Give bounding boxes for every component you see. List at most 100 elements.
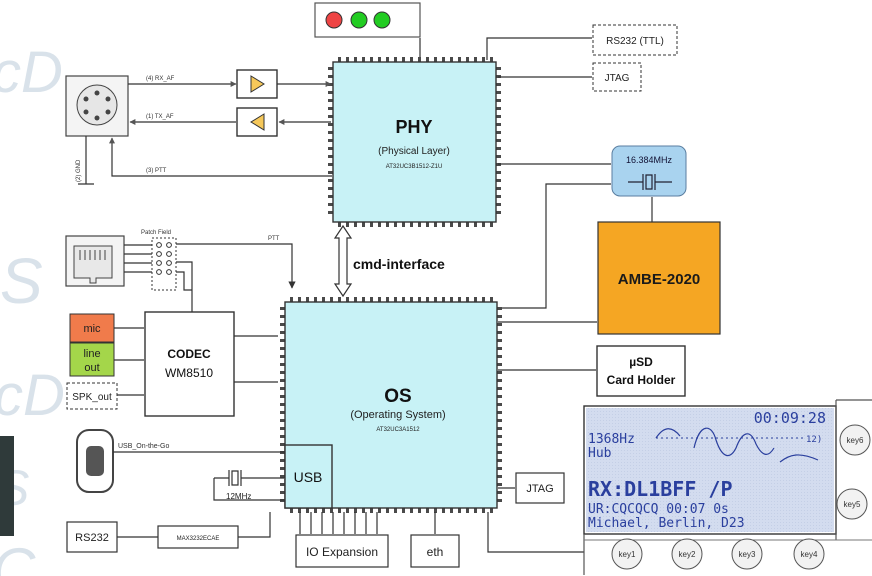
- key5-button[interactable]: key5: [836, 488, 868, 520]
- phy-title: PHY: [395, 117, 432, 137]
- eth-label: eth: [427, 545, 444, 559]
- chip-pin: [497, 427, 502, 430]
- chip-pin: [290, 508, 293, 513]
- led-green: [350, 11, 368, 29]
- chip-pin: [466, 57, 469, 62]
- din-pin: [94, 90, 100, 96]
- chip-pin: [490, 222, 493, 227]
- chip-pin: [496, 155, 501, 158]
- chip-pin: [280, 459, 285, 462]
- watermark-letter: S: [0, 245, 43, 317]
- chip-pin: [450, 508, 453, 513]
- rs232-ttl-box: [592, 24, 678, 56]
- wire-jacks-codec: [114, 327, 144, 396]
- phy-part-number: AT32UC3B1512-Z1U: [386, 164, 443, 170]
- chip-pin: [338, 57, 341, 62]
- chip-pin: [280, 491, 285, 494]
- chip-pin: [394, 297, 397, 302]
- key5-body[interactable]: [836, 488, 868, 520]
- cmd-interface-label: cmd-interface: [353, 256, 445, 272]
- usb-block-label: USB: [294, 469, 323, 485]
- key3-body[interactable]: [731, 538, 763, 570]
- chip-pin: [482, 57, 485, 62]
- ptt-din-label: (3) PTT: [146, 168, 167, 174]
- chip-pin: [314, 508, 317, 513]
- chip-pin: [496, 147, 501, 150]
- chip-pin: [497, 363, 502, 366]
- chip-pin: [402, 508, 405, 513]
- patch-pin: [166, 251, 172, 257]
- key2-body[interactable]: [671, 538, 703, 570]
- chip-pin: [346, 57, 349, 62]
- key6-button[interactable]: key6: [839, 424, 871, 456]
- chip-pin: [280, 315, 285, 318]
- chip-pin: [402, 222, 405, 227]
- patch-pin: [156, 269, 162, 275]
- chip-pin: [280, 307, 285, 310]
- watermark: cD S cD S C: [0, 40, 65, 576]
- usb-otg-label: USB_On-the-Go: [118, 443, 169, 450]
- chip-pin: [497, 459, 502, 462]
- chip-pin: [426, 508, 429, 513]
- ambe-chip: [597, 221, 721, 335]
- chip-pin: [280, 355, 285, 358]
- chip-pin: [280, 395, 285, 398]
- patch-field-pins: [156, 242, 172, 275]
- chip-pin: [378, 297, 381, 302]
- cmd-interface-arrow: [333, 224, 353, 298]
- lcd-level: 12): [806, 435, 822, 445]
- chip-pin: [497, 307, 502, 310]
- spk-out-box: [66, 382, 118, 410]
- chip-pin: [370, 57, 373, 62]
- jtag-bottom-label: JTAG: [526, 483, 553, 495]
- chip-pin: [418, 57, 421, 62]
- status-leds: [314, 2, 421, 38]
- key4-body[interactable]: [793, 538, 825, 570]
- chip-pin: [497, 339, 502, 342]
- chip-pin: [450, 222, 453, 227]
- chip-pin: [474, 297, 477, 302]
- din-gnd-label: (2) GND: [76, 159, 82, 182]
- chip-pin: [280, 403, 285, 406]
- rs232-box: [66, 521, 118, 553]
- usb-block: [284, 444, 333, 509]
- line-out-line1: line: [83, 348, 100, 360]
- chip-pin: [497, 483, 502, 486]
- chip-pin: [434, 508, 437, 513]
- key1-button[interactable]: key1: [611, 538, 643, 570]
- wire-phy-rs232ttl: [486, 37, 592, 60]
- chip-pin: [434, 57, 437, 62]
- key3-button[interactable]: key3: [731, 538, 763, 570]
- chip-pin: [290, 297, 293, 302]
- key1-body[interactable]: [611, 538, 643, 570]
- patch-field: [151, 237, 177, 291]
- chip-pin: [378, 222, 381, 227]
- jtag-top-label: JTAG: [605, 73, 630, 84]
- crystal-16mhz: 16.384MHz: [611, 145, 687, 197]
- chip-pin: [354, 508, 357, 513]
- jtag-top-box: [592, 62, 642, 92]
- chip-pin: [378, 57, 381, 62]
- key4-button[interactable]: key4: [793, 538, 825, 570]
- mic-label: mic: [83, 323, 101, 335]
- din-pin: [105, 96, 111, 102]
- wire-max-os: [238, 512, 271, 538]
- chip-pin: [418, 222, 421, 227]
- chip-pin: [426, 297, 429, 302]
- chip-pin: [280, 419, 285, 422]
- wire-gnd: [78, 136, 94, 185]
- chip-pin: [497, 355, 502, 358]
- chip-pin: [330, 297, 333, 302]
- codec-line2: WM8510: [165, 366, 213, 380]
- key6-body[interactable]: [839, 424, 871, 456]
- chip-pin: [280, 427, 285, 430]
- lcd-rx-call: RX:DL1BFF /P: [588, 477, 733, 501]
- chip-pin: [482, 297, 485, 302]
- chip-pin: [466, 222, 469, 227]
- wire-patch-ptt: [176, 243, 296, 289]
- chip-pin: [280, 475, 285, 478]
- patch-field-label: Patch Field: [141, 230, 171, 236]
- spk-out-label: SPK_out: [72, 392, 112, 403]
- key2-button[interactable]: key2: [671, 538, 703, 570]
